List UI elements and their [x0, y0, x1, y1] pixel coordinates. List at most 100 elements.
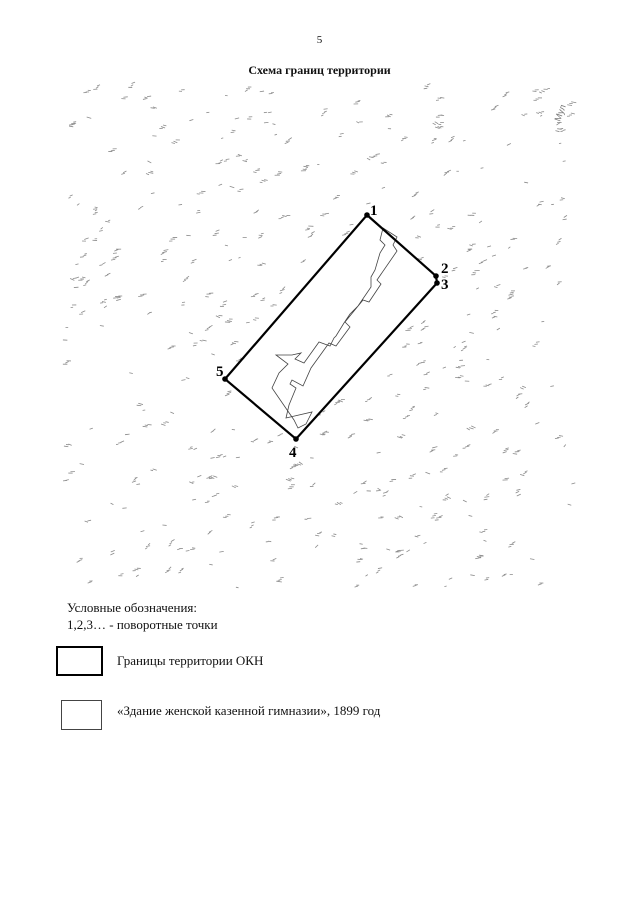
map-mark [462, 499, 467, 503]
map-mark [270, 558, 277, 562]
map-mark [431, 138, 437, 144]
map-mark [554, 435, 564, 440]
map-mark [309, 482, 316, 487]
map-mark [274, 171, 283, 176]
map-mark [310, 457, 314, 459]
map-mark [234, 117, 240, 120]
map-mark [356, 121, 363, 124]
map-mark [99, 262, 106, 266]
map-mark [321, 430, 328, 436]
map-mark [566, 112, 575, 117]
map-mark [447, 225, 456, 230]
map-mark [410, 215, 416, 220]
map-mark [480, 167, 484, 169]
map-mark [551, 203, 554, 205]
map-mark [464, 380, 470, 382]
map-mark [211, 492, 220, 498]
map-mark [278, 215, 287, 220]
map-mark [112, 248, 122, 254]
map-mark [69, 276, 80, 281]
map-mark [338, 132, 344, 138]
map-mark [122, 507, 127, 509]
map-mark [506, 143, 512, 146]
map-mark [467, 212, 476, 216]
map-mark [83, 89, 91, 94]
map-mark [307, 231, 315, 238]
map-mark [386, 548, 391, 551]
map-mark [93, 206, 98, 210]
map-mark [562, 215, 568, 221]
map-mark [84, 519, 92, 523]
map-mark [160, 249, 169, 256]
map-mark [76, 557, 83, 563]
map-mark [247, 116, 253, 120]
map-mark [532, 89, 539, 92]
map-mark [380, 161, 387, 164]
map-mark [516, 493, 521, 497]
map-mark [274, 133, 278, 136]
map-mark [515, 489, 521, 494]
map-mark [491, 309, 499, 315]
map-mark [235, 153, 243, 157]
map-mark [159, 124, 167, 130]
map-mark [354, 584, 360, 588]
map-mark [210, 457, 215, 459]
map-mark [434, 125, 444, 129]
map-mark [400, 136, 408, 142]
legend-label-building: «Здание женской казенной гимназии», 1899… [117, 703, 381, 718]
map-mark [189, 481, 195, 484]
map-mark [483, 539, 487, 542]
map-mark [263, 111, 268, 114]
map-mark [224, 95, 228, 97]
map-mark [524, 181, 529, 184]
map-mark [197, 474, 202, 478]
map-mark [222, 455, 227, 458]
map-mark [228, 259, 233, 262]
map-mark [224, 390, 232, 397]
map-mark [268, 92, 274, 95]
map-mark [540, 115, 543, 117]
map-mark [113, 296, 121, 299]
map-mark [409, 405, 416, 412]
map-mark [190, 547, 196, 550]
map-mark [314, 544, 319, 548]
map-mark [224, 244, 229, 247]
map-mark [104, 272, 111, 277]
map-mark [466, 313, 471, 316]
map-mark [471, 270, 480, 276]
map-mark [87, 580, 93, 584]
map-mark [276, 576, 284, 582]
map-mark [286, 214, 291, 216]
map-mark [135, 574, 139, 577]
map-mark [484, 577, 490, 581]
map-mark [92, 238, 98, 241]
map-mark [381, 186, 386, 189]
map-mark [208, 475, 218, 480]
map-mark [533, 97, 542, 101]
turning-point-1 [364, 212, 370, 218]
map-mark [116, 295, 123, 301]
map-mark [230, 129, 236, 134]
map-mark [267, 111, 272, 114]
map-mark [272, 123, 276, 125]
map-mark [150, 192, 155, 194]
map-mark [75, 263, 79, 266]
map-mark [192, 498, 197, 501]
map-mark [429, 446, 438, 453]
map-mark [315, 531, 323, 537]
map-mark [320, 212, 330, 217]
map-mark [491, 315, 498, 319]
map-mark [259, 90, 265, 93]
map-mark [537, 582, 544, 586]
map-mark [185, 377, 190, 380]
map-mark [347, 433, 356, 439]
map-mark [429, 209, 435, 215]
map-mark [285, 477, 295, 482]
map-mark [356, 558, 364, 563]
map-mark [334, 502, 343, 506]
map-mark [238, 256, 241, 259]
map-mark [94, 209, 98, 212]
map-mark [259, 179, 268, 184]
map-mark [188, 446, 193, 450]
map-mark [92, 211, 98, 215]
